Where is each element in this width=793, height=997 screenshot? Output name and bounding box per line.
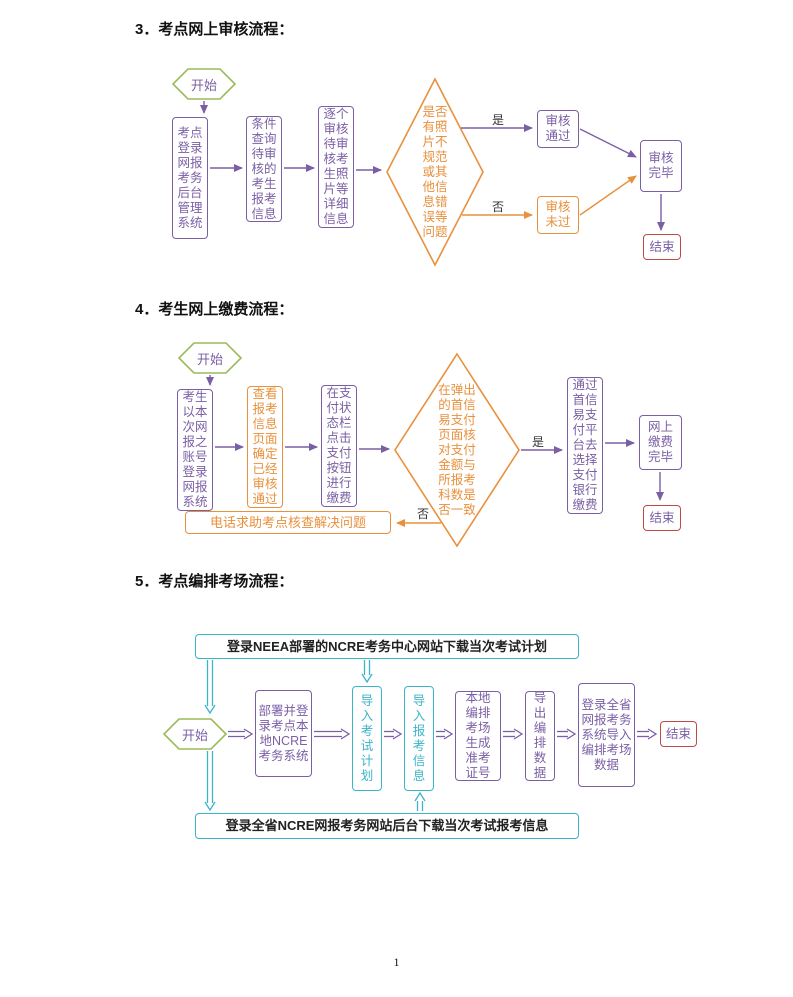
flow4-step-bank-box: 通过首信易支付平台去选择支付银行缴费 [567, 377, 603, 514]
flow4-end-box: 结束 [643, 505, 681, 531]
flow3-finish-box: 审核完毕 [640, 140, 682, 192]
flow4-start-label: 开始 [196, 351, 223, 367]
flow3-result-pass-box: 审核通过 [537, 110, 579, 148]
flow4-step-login-box: 考生以本次网报之账号登录网报系统 [177, 389, 213, 511]
flow4-finish-box: 网上缴费完毕 [639, 415, 682, 470]
flow5-start-label: 开始 [181, 727, 208, 743]
flow5-upload-box: 登录全省网报考务系统导入编排考场数据 [578, 683, 635, 787]
flow5-step-deploy-box: 部署并登录考点本地NCRE考务系统 [255, 690, 312, 777]
flow4-decision-label: 在弹出的首信易支付页面核对支付金额与所报考科数是否一致 [438, 382, 476, 517]
flow3-start-label: 开始 [190, 77, 217, 93]
flow3-no-label: 否 [492, 200, 505, 214]
flow4-step-paybutton-box: 在支付状态栏点击支付按钮进行缴费 [321, 385, 357, 507]
flow3-heading: 3．考点网上审核流程： [135, 21, 294, 38]
flow3-end-box: 结束 [643, 234, 681, 260]
flow5-end-box: 结束 [660, 721, 697, 747]
flow3-decision-label: 是否有照片不规范或其他信息错误等问题 [422, 104, 448, 239]
flow4-help-box: 电话求助考点核查解决问题 [185, 511, 391, 534]
flow3-result-fail-box: 审核未过 [537, 196, 579, 234]
flow3-step-login-box: 考点登录网报考务后台管理系统 [172, 117, 208, 239]
flow5-top-banner: 登录NEEA部署的NCRE考务中心网站下载当次考试计划 [195, 634, 579, 659]
flow5-import-plan-box: 导入考试计划 [352, 686, 382, 791]
flow5-import-info-box: 导入报考信息 [404, 686, 434, 791]
flow4-no-label: 否 [417, 507, 430, 521]
flow5-bottom-banner: 登录全省NCRE网报考务网站后台下载当次考试报考信息 [195, 813, 579, 839]
flow5-heading: 5．考点编排考场流程： [135, 573, 294, 590]
flow4-heading: 4．考生网上缴费流程： [135, 301, 294, 318]
flow3-yes-label: 是 [492, 113, 505, 127]
flow3-step-query-box: 条件查询待审核的考生报考信息 [246, 116, 282, 222]
flow4-step-check-box: 查看报考信息页面确定已经审核通过 [247, 386, 283, 508]
flow4-yes-label: 是 [532, 435, 545, 449]
page-number: 1 [393, 955, 400, 969]
flow3-step-review-box: 逐个审核待审核考生照片等详细信息 [318, 106, 354, 228]
flow5-export-box: 导出编排数据 [525, 691, 555, 781]
flow5-sync-arrows [204, 660, 426, 812]
flow5-arrange-box: 本地编排考场生成准考证号 [455, 691, 501, 781]
